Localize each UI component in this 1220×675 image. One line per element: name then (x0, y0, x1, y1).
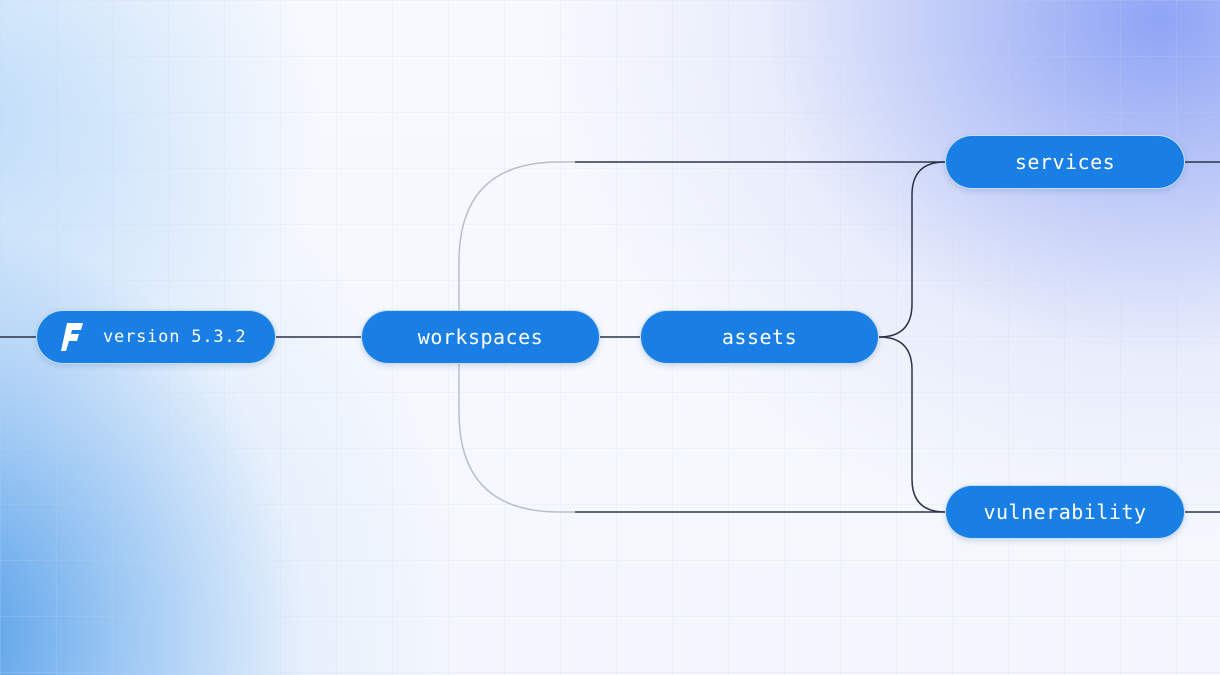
vulnerability-node[interactable]: vulnerability (945, 485, 1185, 539)
edge-assets-vulnerability (878, 336, 946, 513)
vulnerability-label: vulnerability (983, 500, 1147, 524)
faraday-logo-icon (61, 323, 83, 351)
edge-workspaces-vulnerability-light (458, 364, 575, 513)
services-label: services (1014, 150, 1116, 174)
workspaces-label: workspaces (417, 325, 544, 349)
workspaces-node[interactable]: workspaces (361, 310, 600, 364)
assets-node[interactable]: assets (640, 310, 879, 364)
version-label: version 5.3.2 (103, 327, 247, 347)
assets-label: assets (721, 325, 798, 349)
edge-assets-services (878, 161, 946, 338)
version-node[interactable]: version 5.3.2 (36, 310, 276, 364)
services-node[interactable]: services (945, 135, 1185, 189)
edge-workspaces-services-light (458, 161, 575, 310)
